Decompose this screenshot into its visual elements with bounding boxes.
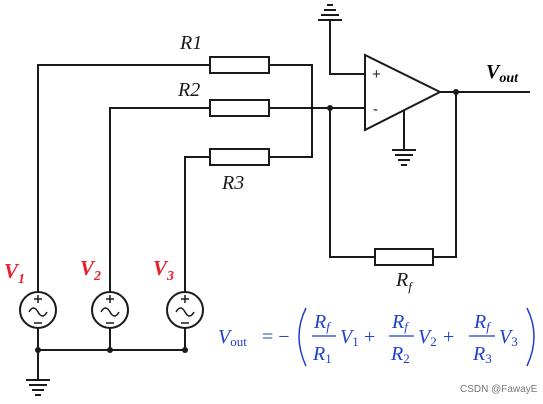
resistor-rf	[374, 248, 434, 266]
formula-t1-denominator: R1	[312, 343, 332, 366]
label-vout: Vout	[486, 61, 519, 86]
formula-t2-variable: V2	[418, 326, 437, 349]
wire-rf-out	[433, 92, 457, 258]
ac-source-v3-icon	[166, 291, 204, 329]
label-r2: R2	[177, 79, 200, 101]
ground-bottom-icon	[26, 379, 50, 396]
junction-output	[453, 89, 459, 95]
formula-plus-2: +	[443, 326, 454, 348]
ground-top-icon	[318, 4, 342, 21]
formula-right-paren	[526, 307, 535, 367]
wires	[37, 20, 530, 380]
label-v2: V2	[80, 256, 101, 284]
wire-v3-r3	[184, 156, 210, 292]
ac-source-v1-icon	[19, 291, 57, 329]
junction-rail-v1	[35, 347, 41, 353]
wire-v2-r2	[109, 107, 210, 292]
junction-rail-v2	[107, 347, 113, 353]
wire-plus-ground	[329, 20, 365, 75]
op-amp: + -	[364, 53, 443, 132]
formula-t1-variable: V1	[340, 326, 359, 349]
label-r3: R3	[221, 172, 244, 194]
wire-r1-out	[269, 64, 313, 158]
formula-left-paren	[298, 307, 307, 367]
formula-t2-denominator: R2	[390, 343, 410, 366]
formula-lhs: Vout	[218, 326, 247, 349]
junction-summing	[327, 105, 333, 111]
resistor-r3	[209, 148, 270, 166]
label-v1: V1	[4, 259, 25, 287]
output-formula: Vout = − Rf R1 V1 + Rf R2 V2 + Rf R3 V3	[218, 307, 535, 367]
formula-t3-denominator: R3	[472, 343, 492, 366]
formula-t1-numerator: Rf	[313, 311, 332, 334]
wire-v1-r1	[37, 64, 210, 292]
formula-plus-1: +	[364, 326, 375, 348]
ac-source-v2-icon	[91, 291, 129, 329]
formula-t2-numerator: Rf	[391, 311, 410, 334]
watermark: CSDN @FawayE	[460, 384, 538, 395]
junction-dots	[35, 89, 459, 353]
label-rf: Rf	[395, 269, 414, 294]
op-amp-minus-sign: -	[373, 101, 378, 118]
ground-opamp-icon	[392, 149, 416, 166]
resistors	[209, 56, 434, 266]
formula-t3-numerator: Rf	[473, 311, 492, 334]
label-v3: V3	[153, 256, 174, 284]
wire-summing-feedback	[329, 108, 375, 258]
formula-equals-minus: = −	[262, 326, 290, 348]
op-amp-plus-sign: +	[372, 66, 381, 83]
formula-t3-variable: V3	[499, 326, 518, 349]
resistor-r2	[209, 99, 270, 117]
op-amp-triangle	[364, 53, 443, 132]
label-r1: R1	[179, 32, 202, 54]
resistor-r1	[209, 56, 270, 74]
junction-rail-v3	[182, 347, 188, 353]
